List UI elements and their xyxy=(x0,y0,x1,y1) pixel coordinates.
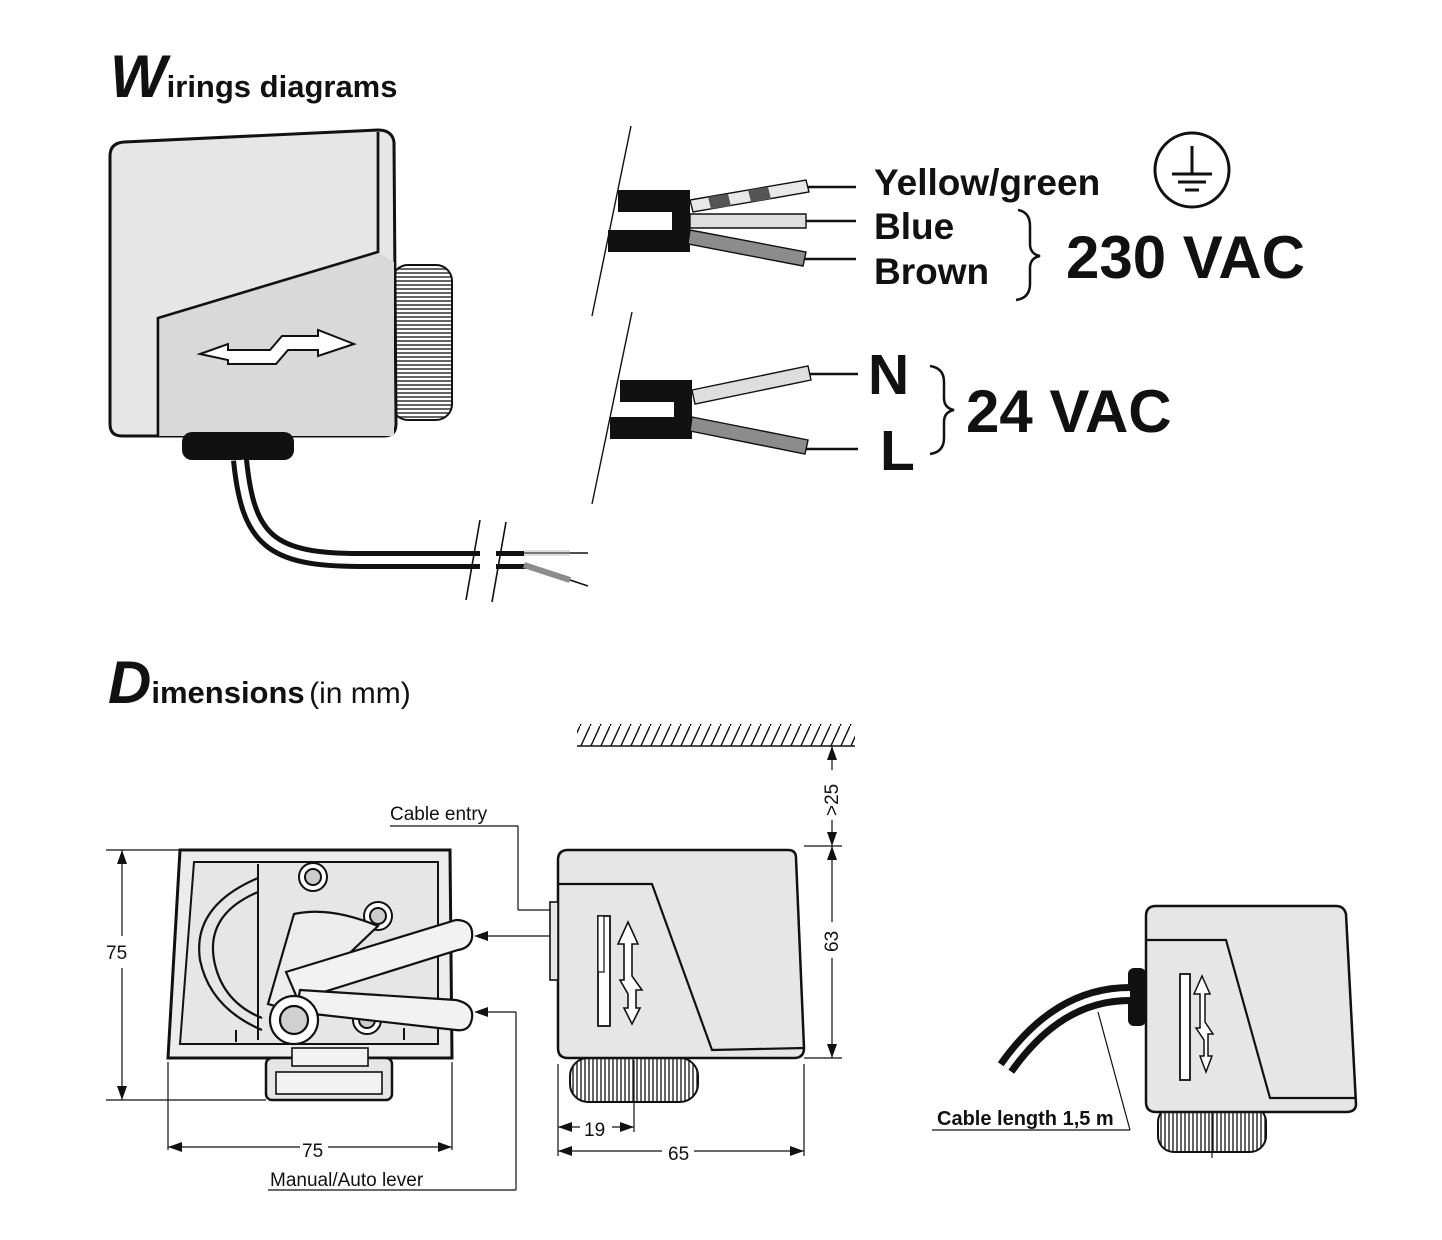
wire-brown xyxy=(687,229,807,267)
dim-clearance: >25 xyxy=(822,784,843,816)
actuator-wiring-view xyxy=(108,128,589,603)
cable-length-view: Cable length 1,5 m xyxy=(932,904,1358,1158)
cable-view-gland xyxy=(1128,968,1146,1026)
sheath-lower xyxy=(608,230,690,252)
earth-ground-icon xyxy=(1153,131,1231,209)
side-dimensions: >25 63 19 65 xyxy=(557,746,843,1165)
wiring-title-rest: irings diagrams xyxy=(166,69,398,104)
label-230-vac: 230 VAC xyxy=(1066,224,1305,291)
cable-view-cable xyxy=(997,984,1131,1074)
double-arrow-icon xyxy=(196,328,357,365)
wire-blue xyxy=(689,213,807,229)
dim-width-front: 75 xyxy=(302,1141,323,1162)
front-dial xyxy=(198,876,263,1032)
cable-view-arrow-icon xyxy=(1192,974,1215,1075)
wall-hatch xyxy=(577,724,855,747)
cable-entry-stub xyxy=(549,901,559,981)
screw-top xyxy=(298,862,328,892)
dim-depth-side: 65 xyxy=(668,1144,689,1165)
dim-knob: 19 xyxy=(584,1120,605,1141)
label-n: N xyxy=(868,343,909,407)
lever-pivot xyxy=(268,994,320,1046)
dimensions-title-initial: D xyxy=(108,649,152,716)
wire-l xyxy=(689,416,809,455)
dim-height-side: 63 xyxy=(822,931,843,952)
wiring-title-initial: W xyxy=(110,43,167,110)
front-view xyxy=(166,848,474,1102)
wire-n xyxy=(691,365,812,405)
cable-view-body xyxy=(1144,904,1358,1114)
front-dimensions: 75 75 Manual/Auto lever Cable entry xyxy=(106,804,594,1191)
label-manual-auto-lever: Manual/Auto lever xyxy=(270,1170,424,1191)
actuator-knob xyxy=(391,264,453,421)
cable-inner xyxy=(236,459,480,564)
wiring-24: N L 24 VAC xyxy=(591,311,1172,505)
dim-height-front: 75 xyxy=(106,943,127,964)
brace-24 xyxy=(929,364,955,456)
wiring-title: Wirings diagrams xyxy=(110,42,398,111)
dimensions-unit-note: (in mm) xyxy=(309,677,411,710)
brace-230 xyxy=(1015,208,1041,302)
dimensions-title: Dimensions (in mm) xyxy=(108,648,411,717)
side-arrow-icon xyxy=(616,920,644,1026)
manual-auto-lever-lower xyxy=(294,988,474,1032)
wiring-230: Yellow/green Blue Brown 230 VAC xyxy=(591,125,1305,317)
side-body xyxy=(556,848,806,1060)
dimensions-title-rest: imensions xyxy=(151,675,305,710)
label-yellow-green: Yellow/green xyxy=(874,162,1100,203)
label-blue: Blue xyxy=(874,206,954,247)
label-cable-entry: Cable entry xyxy=(390,804,488,825)
sheath-24-lower xyxy=(610,417,692,439)
label-l: L xyxy=(880,419,915,483)
label-24-vac: 24 VAC xyxy=(966,378,1172,445)
label-cable-length: Cable length 1,5 m xyxy=(937,1108,1114,1130)
side-view xyxy=(549,848,806,1103)
label-brown: Brown xyxy=(874,251,989,292)
cable-gland xyxy=(182,432,294,460)
manual-auto-lever-upper xyxy=(284,918,474,1002)
